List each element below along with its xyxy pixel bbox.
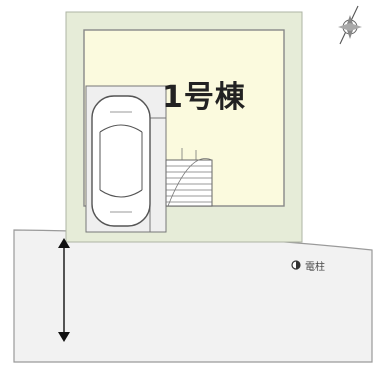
utility-pole-label: 電柱 [305, 262, 325, 273]
stairs-icon [165, 148, 213, 207]
dimension-arrow-icon [58, 238, 70, 342]
car-icon [91, 95, 151, 227]
road-area [13, 229, 373, 363]
building-label: 1号棟 [162, 80, 246, 115]
compass-icon [338, 5, 362, 45]
utility-pole-icon [291, 260, 301, 270]
